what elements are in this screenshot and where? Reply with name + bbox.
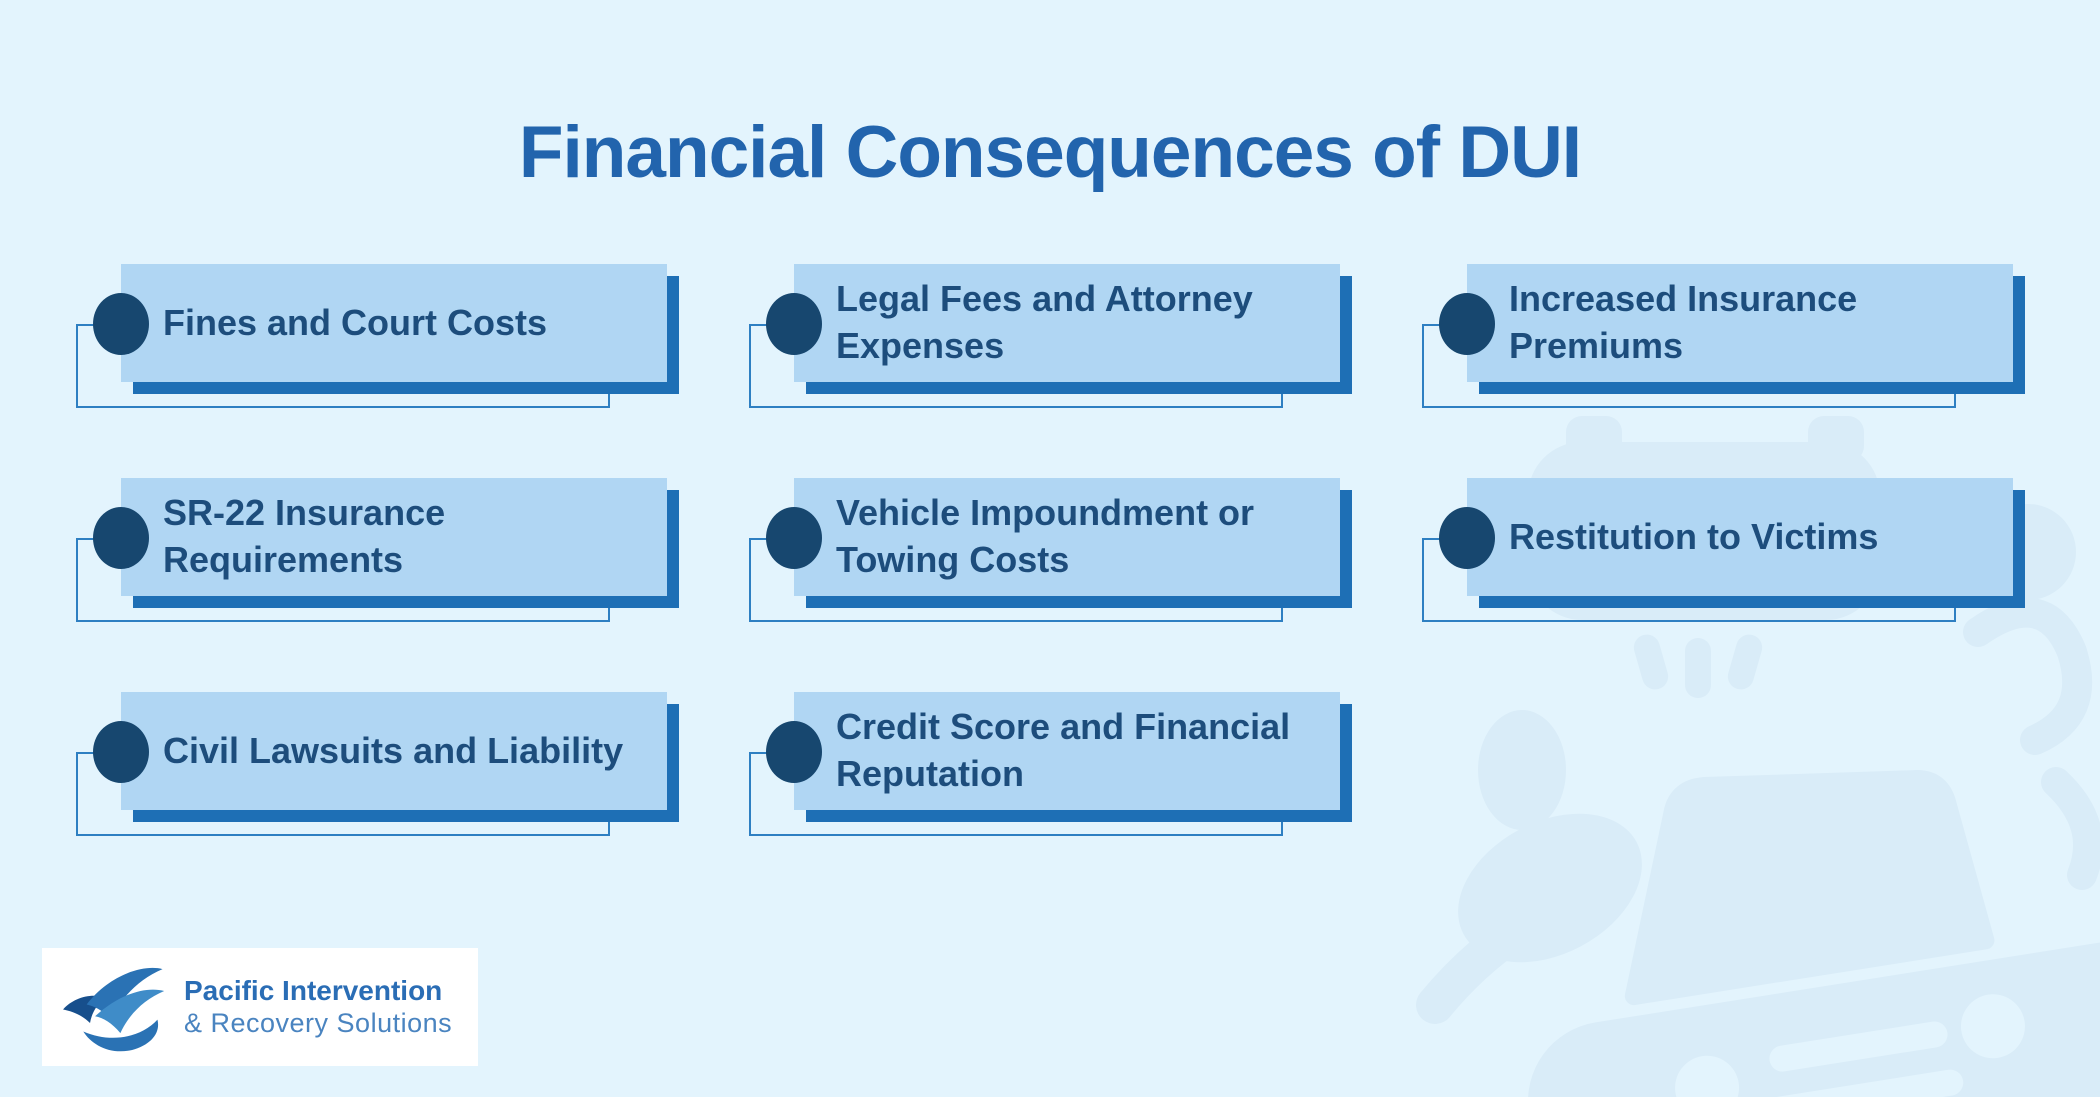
card-box: SR-22 Insurance Requirements — [121, 478, 667, 596]
bullet-circle-icon — [93, 721, 149, 783]
logo-tagline: & Recovery Solutions — [184, 1007, 453, 1038]
bullet-circle-icon — [1439, 507, 1495, 569]
card-label: Restitution to Victims — [1509, 515, 1879, 557]
card-label: Credit Score and Financial Reputation — [836, 706, 1291, 794]
logo-name: Pacific Intervention — [184, 975, 443, 1007]
card-credit-score: Credit Score and Financial Reputation — [749, 692, 1352, 836]
logo-text: Pacific Intervention & Recovery Solution… — [184, 975, 452, 1038]
card-box: Credit Score and Financial Reputation — [794, 692, 1340, 810]
bullet-circle-icon — [766, 721, 822, 783]
card-civil-lawsuits: Civil Lawsuits and Liability — [76, 692, 679, 836]
card-label: SR-22 Insurance Requirements — [163, 492, 446, 580]
bullet-circle-icon — [93, 293, 149, 355]
page-title: Financial Consequences of DUI — [518, 111, 1582, 193]
card-box: Legal Fees and Attorney Expenses — [794, 264, 1340, 382]
card-label: Fines and Court Costs — [163, 301, 548, 343]
card-label: Vehicle Impoundment or Towing Costs — [836, 492, 1255, 580]
card-vehicle-impoundment: Vehicle Impoundment or Towing Costs — [749, 478, 1352, 622]
card-label: Civil Lawsuits and Liability — [163, 729, 624, 771]
card-fines-and-court-costs: Fines and Court Costs — [76, 264, 679, 408]
card-label: Legal Fees and Attorney Expenses — [836, 278, 1253, 366]
card-box: Fines and Court Costs — [121, 264, 667, 382]
bullet-circle-icon — [766, 293, 822, 355]
bullet-circle-icon — [766, 507, 822, 569]
card-box: Vehicle Impoundment or Towing Costs — [794, 478, 1340, 596]
card-box: Increased Insurance Premiums — [1467, 264, 2013, 382]
logo: Pacific Intervention & Recovery Solution… — [42, 948, 478, 1066]
card-box: Civil Lawsuits and Liability — [121, 692, 667, 810]
card-insurance-premiums: Increased Insurance Premiums — [1422, 264, 2025, 408]
card-label: Increased Insurance Premiums — [1509, 278, 1858, 366]
bullet-circle-icon — [1439, 293, 1495, 355]
card-sr22-insurance: SR-22 Insurance Requirements — [76, 478, 679, 622]
card-legal-fees: Legal Fees and Attorney Expenses — [749, 264, 1352, 408]
pacific-intervention-logo-icon — [63, 967, 165, 1052]
bullet-circle-icon — [93, 507, 149, 569]
card-box: Restitution to Victims — [1467, 478, 2013, 596]
card-restitution: Restitution to Victims — [1422, 478, 2025, 622]
